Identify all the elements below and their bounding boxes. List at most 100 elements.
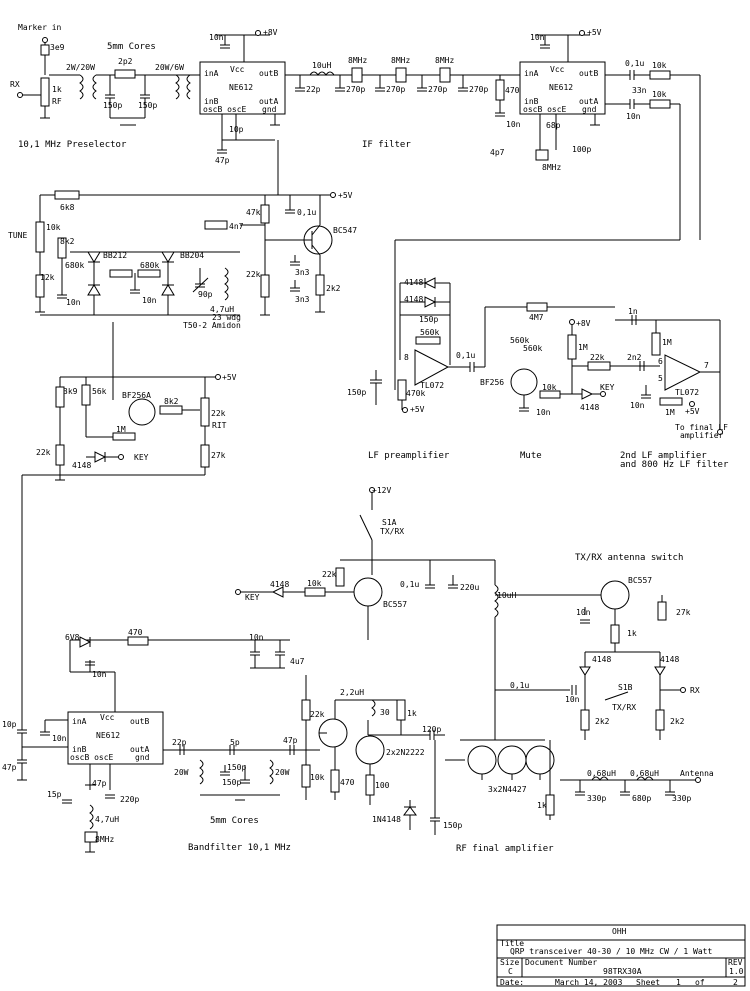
svg-text:5: 5	[658, 374, 663, 383]
res-1m-d	[659, 397, 683, 406]
opamp-tl072-a	[414, 349, 450, 386]
svg-text:of: of	[695, 978, 705, 987]
transformer-t2	[175, 74, 180, 100]
svg-text:47p: 47p	[92, 779, 107, 788]
svg-text:10n: 10n	[506, 120, 521, 129]
transformer-t1	[79, 74, 84, 100]
svg-text:150p: 150p	[347, 388, 366, 397]
inductor-2u2	[371, 699, 376, 717]
svg-text:0,1u: 0,1u	[456, 351, 475, 360]
svg-text:150p: 150p	[138, 101, 157, 110]
svg-text:10k: 10k	[46, 223, 61, 232]
bandfilter-label: Bandfilter 10,1 MHz	[188, 843, 291, 853]
transistor-bc557-a	[353, 577, 383, 607]
svg-text:10n: 10n	[626, 112, 641, 121]
res-47k	[260, 204, 270, 224]
diode-1n4148	[403, 806, 417, 816]
svg-text:TX/RX: TX/RX	[612, 703, 636, 712]
svg-text:8: 8	[404, 353, 409, 362]
svg-text:TL072: TL072	[675, 388, 699, 397]
svg-text:BC557: BC557	[628, 576, 652, 585]
rf-final: 22k 10k 470 2,2uH 30 1k 120p 2x2N2222 10…	[300, 675, 714, 854]
svg-text:47p: 47p	[215, 156, 230, 165]
res-1m-c	[651, 332, 661, 356]
svg-text:270p: 270p	[386, 85, 405, 94]
svg-text:1.0: 1.0	[729, 967, 744, 976]
svg-text:0,68uH: 0,68uH	[630, 769, 659, 778]
svg-text:0,68uH: 0,68uH	[587, 769, 616, 778]
svg-text:10n: 10n	[530, 33, 545, 42]
svg-text:8MHz: 8MHz	[348, 56, 367, 65]
svg-text:10n: 10n	[565, 695, 580, 704]
fet-bf256	[510, 368, 538, 396]
svg-text:BF256A: BF256A	[122, 391, 151, 400]
svg-text:680p: 680p	[632, 794, 651, 803]
vfo-stage: +5V 6k8 TUNE 10k 8k2 12k 10n BB212 BB204…	[8, 140, 357, 330]
diode-4148-lf-a	[423, 277, 436, 289]
coil-20w-a	[199, 759, 204, 785]
svg-text:22p: 22p	[306, 85, 321, 94]
cap-2p2	[114, 69, 136, 79]
svg-text:BF256: BF256	[480, 378, 504, 387]
svg-text:4p7: 4p7	[490, 148, 505, 157]
svg-text:22k: 22k	[246, 270, 261, 279]
svg-text:4148: 4148	[580, 403, 599, 412]
svg-text:4u7: 4u7	[290, 657, 305, 666]
cap-3e9	[40, 44, 50, 56]
svg-text:20W/6W: 20W/6W	[155, 63, 184, 72]
tune-pot[interactable]	[35, 221, 45, 253]
svg-text:1: 1	[676, 978, 681, 987]
svg-text:4148: 4148	[660, 655, 679, 664]
svg-text:12k: 12k	[40, 273, 55, 282]
svg-text:gnd: gnd	[582, 105, 597, 114]
svg-text:47p: 47p	[283, 736, 298, 745]
svg-text:3n3: 3n3	[295, 295, 310, 304]
ne612-if: inA Vcc outB NE612 inB outA oscB oscE gn…	[395, 28, 701, 241]
svg-text:0,1u: 0,1u	[297, 208, 316, 217]
svg-text:outA: outA	[579, 97, 598, 106]
inductor-4u7-xtal	[89, 804, 94, 830]
svg-text:10n: 10n	[66, 298, 81, 307]
tx-keying: +12V S1A TX/RX 22k BC557 KEY 4148 10k 0,…	[235, 486, 516, 740]
svg-text:4M7: 4M7	[529, 313, 544, 322]
svg-text:8MHz: 8MHz	[435, 56, 454, 65]
svg-text:150p: 150p	[419, 315, 438, 324]
svg-text:OHH: OHH	[612, 927, 627, 936]
fet-bf256a	[128, 398, 156, 426]
svg-text:4148: 4148	[270, 580, 289, 589]
switch-s1a[interactable]	[359, 514, 373, 541]
svg-text:90p: 90p	[198, 290, 213, 299]
rit-pot[interactable]	[200, 397, 210, 427]
res-56k	[81, 384, 91, 406]
svg-text:8MHz: 8MHz	[542, 163, 561, 172]
svg-text:47p: 47p	[2, 763, 17, 772]
svg-text:6: 6	[658, 357, 663, 366]
svg-text:680k: 680k	[140, 261, 159, 270]
res-6k8	[54, 190, 80, 200]
svg-text:27k: 27k	[676, 608, 691, 617]
svg-text:10n: 10n	[209, 33, 224, 42]
svg-text:1N4148: 1N4148	[372, 815, 401, 824]
switch-s1b[interactable]	[604, 691, 629, 701]
svg-text:Vcc: Vcc	[550, 65, 565, 74]
svg-text:560k: 560k	[420, 328, 439, 337]
transistor-2n4427-b	[497, 745, 527, 775]
svg-text:1k: 1k	[627, 629, 637, 638]
svg-text:10n: 10n	[536, 408, 551, 417]
svg-text:inA: inA	[204, 69, 219, 78]
svg-text:NE612: NE612	[229, 83, 253, 92]
res-8k2-b	[159, 405, 183, 415]
res-4m7	[526, 302, 548, 312]
svg-text:47k: 47k	[246, 208, 261, 217]
svg-text:330p: 330p	[587, 794, 606, 803]
svg-text:Vcc: Vcc	[100, 713, 115, 722]
svg-text:33n: 33n	[632, 86, 647, 95]
svg-text:20W: 20W	[275, 768, 290, 777]
svg-text:7: 7	[704, 361, 709, 370]
svg-text:470: 470	[340, 778, 355, 787]
svg-text:1k: 1k	[407, 709, 417, 718]
svg-text:4,7uH: 4,7uH	[210, 305, 234, 314]
svg-text:4148: 4148	[404, 295, 423, 304]
svg-text:56k: 56k	[92, 387, 107, 396]
